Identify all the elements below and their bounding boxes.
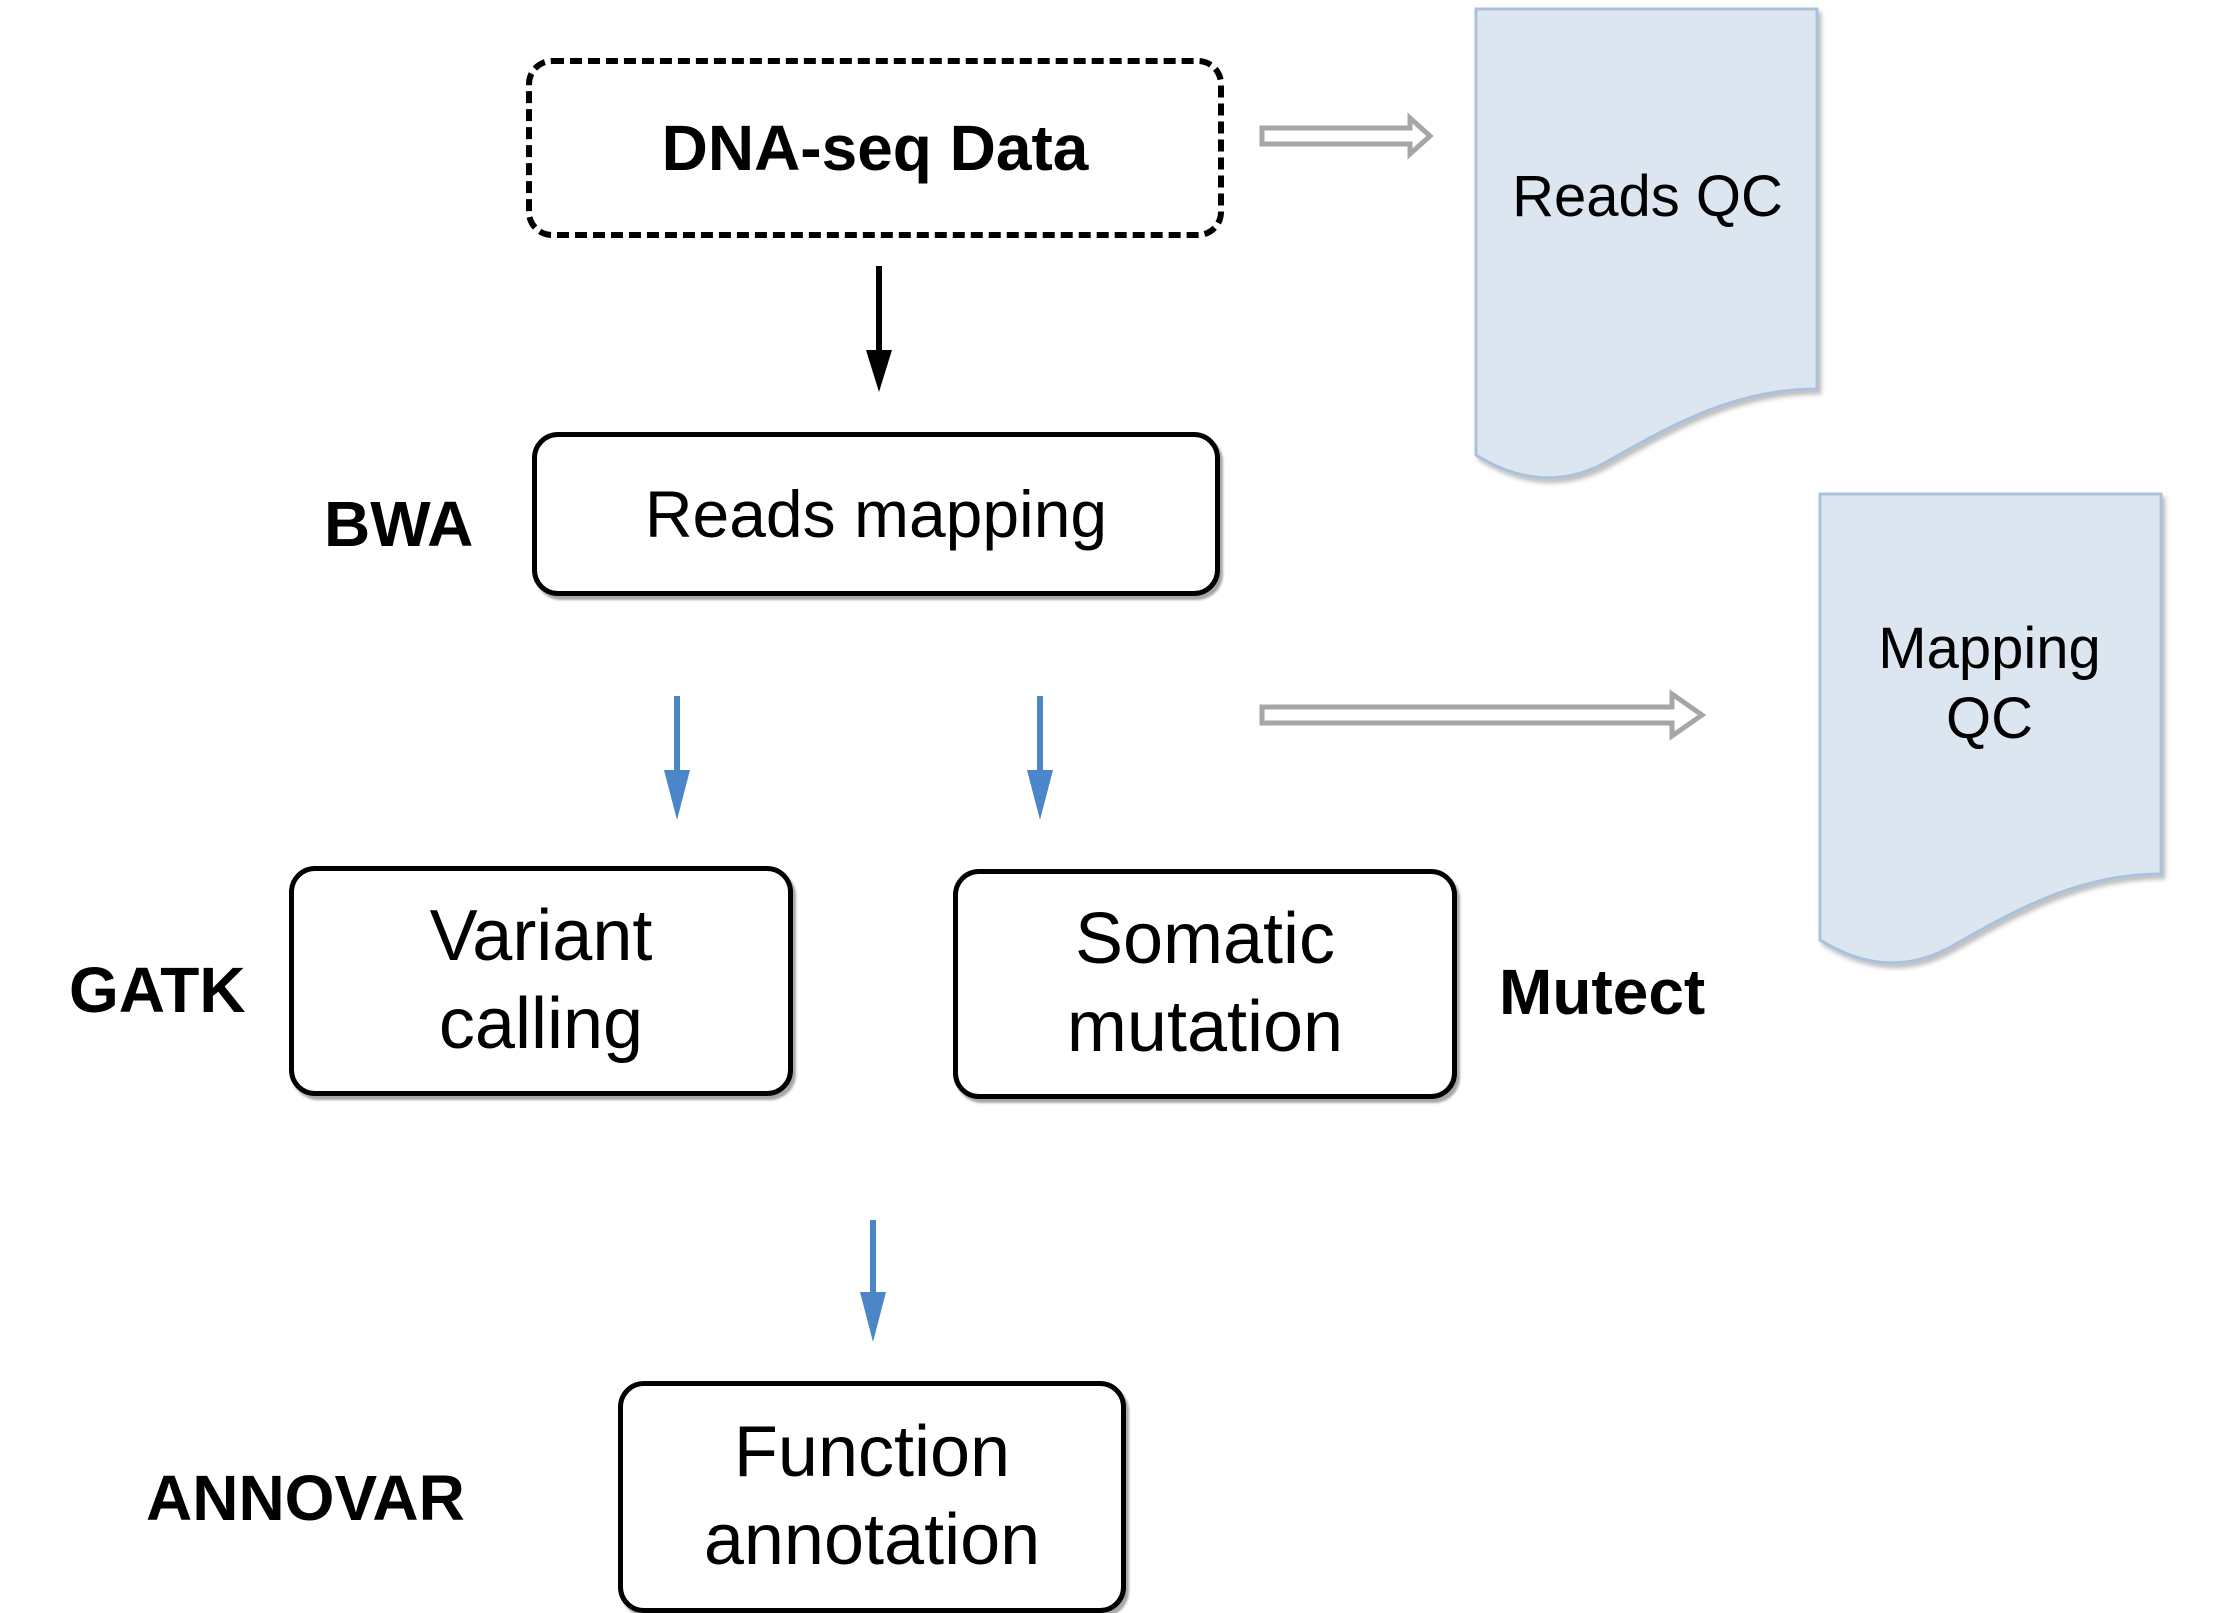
mapping-qc-label: Mapping QC <box>1878 616 2101 751</box>
somatic-mutation-label: Somatic mutation <box>1066 899 1344 1067</box>
reads-mapping-box: Reads mapping <box>532 432 1220 596</box>
function-annotation-label: Function annotation <box>703 1412 1041 1580</box>
flow-arrow-to-annotation <box>860 1220 886 1342</box>
gatk-tool-label: GATK <box>69 954 246 1026</box>
bwa-tool-label: BWA <box>324 488 474 560</box>
dna-seq-data-box: DNA-seq Data <box>526 58 1224 238</box>
reads-mapping-label: Reads mapping <box>644 476 1108 551</box>
dna-seq-data-label: DNA-seq Data <box>661 111 1089 184</box>
mutect-tool-label: Mutect <box>1499 956 1706 1028</box>
reads-qc-document-shape <box>1474 7 1819 480</box>
qc-arrow-mapping <box>1259 689 1707 741</box>
flow-arrow-to-variant <box>664 696 690 820</box>
function-annotation-box: Function annotation <box>618 1381 1126 1613</box>
main-flow-arrow <box>866 266 892 392</box>
flow-arrow-to-somatic <box>1027 696 1053 820</box>
qc-arrow-reads <box>1259 112 1434 160</box>
variant-calling-box: Variant calling <box>289 866 793 1096</box>
somatic-mutation-box: Somatic mutation <box>953 869 1457 1099</box>
reads-qc-label: Reads QC <box>1512 164 1783 229</box>
variant-calling-label: Variant calling <box>429 896 653 1064</box>
mapping-qc-document-shape <box>1818 492 2163 965</box>
annovar-tool-label: ANNOVAR <box>146 1462 465 1534</box>
